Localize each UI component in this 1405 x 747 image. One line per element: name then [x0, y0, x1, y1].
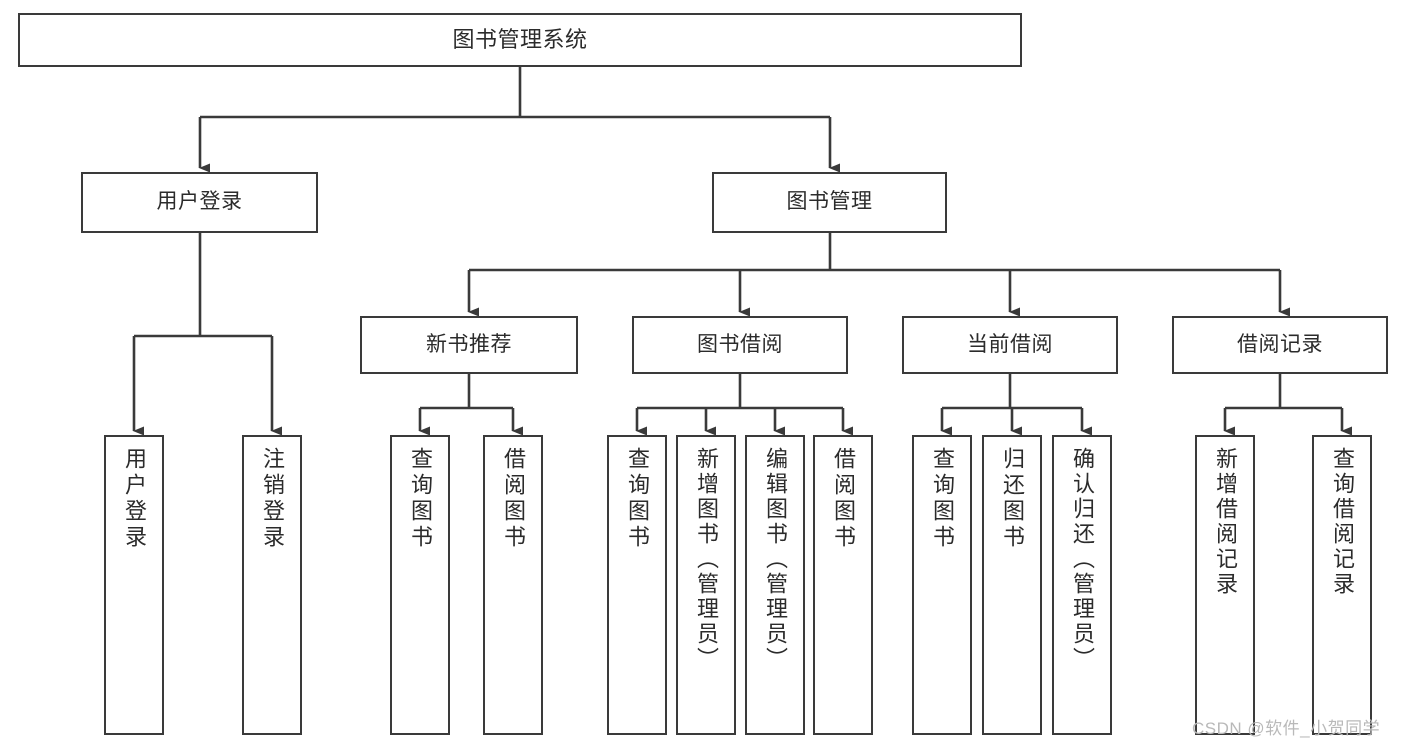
node-borrow-record[interactable]: 借阅记录: [1172, 316, 1388, 374]
node-leaf-borrow-book-1-label: 借阅图书: [501, 447, 526, 551]
node-current-borrow-label: 当前借阅: [967, 332, 1053, 356]
node-user-login[interactable]: 用户登录: [81, 172, 318, 233]
node-current-borrow[interactable]: 当前借阅: [902, 316, 1118, 374]
node-leaf-add-record[interactable]: 新增借阅记录: [1195, 435, 1255, 735]
node-book-management[interactable]: 图书管理: [712, 172, 947, 233]
csdn-watermark: CSDN @软件_小贺同学: [1192, 719, 1381, 738]
node-book-borrow[interactable]: 图书借阅: [632, 316, 848, 374]
node-book-borrow-label: 图书借阅: [697, 332, 783, 356]
node-new-book-recommend[interactable]: 新书推荐: [360, 316, 578, 374]
node-leaf-add-book[interactable]: 新增图书（管理员）: [676, 435, 736, 735]
node-leaf-add-book-label: 新增图书（管理员）: [694, 447, 719, 672]
node-book-management-label: 图书管理: [786, 190, 873, 214]
node-leaf-query-book-1-label: 查询图书: [408, 447, 433, 551]
node-borrow-record-label: 借阅记录: [1237, 332, 1323, 356]
node-leaf-borrow-book-2-label: 借阅图书: [831, 447, 856, 551]
node-new-book-recommend-label: 新书推荐: [426, 332, 512, 356]
node-leaf-edit-book-label: 编辑图书（管理员）: [763, 447, 788, 672]
node-leaf-return-book[interactable]: 归还图书: [982, 435, 1042, 735]
node-leaf-query-record-label: 查询借阅记录: [1330, 447, 1355, 597]
node-leaf-query-book-3[interactable]: 查询图书: [912, 435, 972, 735]
node-leaf-borrow-book-2[interactable]: 借阅图书: [813, 435, 873, 735]
node-leaf-borrow-book-1[interactable]: 借阅图书: [483, 435, 543, 735]
node-leaf-return-book-label: 归还图书: [1000, 447, 1025, 551]
node-leaf-add-record-label: 新增借阅记录: [1213, 447, 1238, 597]
node-leaf-logout-login-label: 注销登录: [260, 447, 285, 551]
node-leaf-query-record[interactable]: 查询借阅记录: [1312, 435, 1372, 735]
node-leaf-user-login[interactable]: 用户登录: [104, 435, 164, 735]
node-leaf-logout-login[interactable]: 注销登录: [242, 435, 302, 735]
node-leaf-user-login-label: 用户登录: [122, 447, 147, 551]
node-root-system[interactable]: 图书管理系统: [18, 13, 1022, 67]
node-leaf-confirm-return-label: 确认归还（管理员）: [1070, 447, 1095, 672]
node-root-system-label: 图书管理系统: [452, 27, 588, 53]
node-leaf-query-book-2-label: 查询图书: [625, 447, 650, 551]
node-user-login-label: 用户登录: [156, 190, 243, 214]
node-leaf-confirm-return[interactable]: 确认归还（管理员）: [1052, 435, 1112, 735]
node-leaf-query-book-2[interactable]: 查询图书: [607, 435, 667, 735]
node-leaf-query-book-3-label: 查询图书: [930, 447, 955, 551]
node-leaf-query-book-1[interactable]: 查询图书: [390, 435, 450, 735]
node-leaf-edit-book[interactable]: 编辑图书（管理员）: [745, 435, 805, 735]
